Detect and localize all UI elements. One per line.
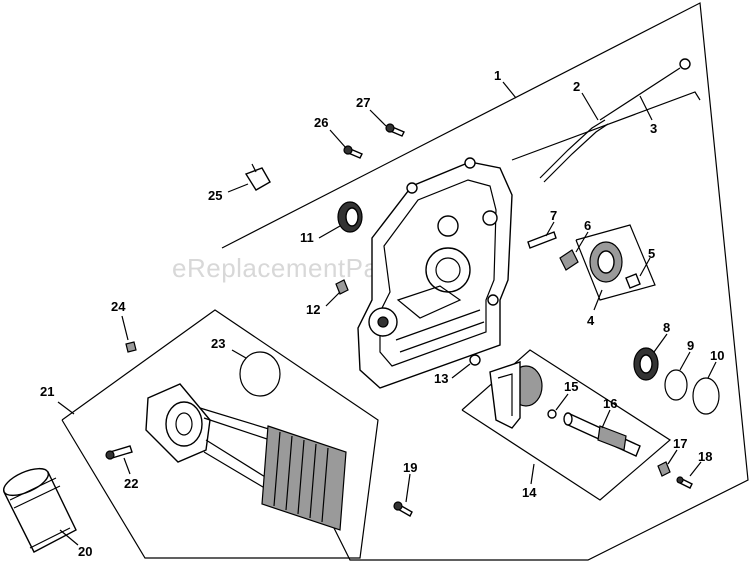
callout-2: 2 [573,79,580,94]
crank-seal-part [337,201,363,233]
screw-19-part [393,501,413,517]
washer-part [559,249,579,271]
leader-lines [57,81,717,546]
callout-8: 8 [663,320,670,335]
group-outline-dipstick [511,91,701,161]
plug-part [335,279,349,295]
group-outline-oil-filter [61,309,379,559]
callout-7: 7 [550,208,557,223]
oil-seal-part [633,347,659,381]
callout-18: 18 [698,449,712,464]
callout-9: 9 [687,338,694,353]
callout-11: 11 [300,230,314,245]
screw-18-part [676,476,693,489]
check-ball-part [547,409,557,419]
o-ring-9-part [664,369,688,401]
callout-3: 3 [650,121,657,136]
pin-part [527,231,557,249]
o-ring-10-part [692,377,720,415]
oil-filter-part [3,467,77,553]
callout-4: 4 [587,313,595,328]
callout-16: 16 [603,396,617,411]
bolt-22-part [105,445,133,460]
crankcase-cover-part [357,157,513,389]
callout-23: 23 [211,336,225,351]
callout-12: 12 [306,302,320,317]
bolt-26-part [343,145,363,159]
callout-5: 5 [648,246,655,261]
o-ring-23-part [239,351,281,397]
callout-1: 1 [494,68,501,83]
nut-part [657,461,671,477]
governor-shaft-part [563,412,641,457]
oil-cooler-assembly-part [145,383,347,531]
gear-shaft-part [625,273,641,289]
callout-13: 13 [434,371,448,386]
callout-15: 15 [564,379,578,394]
callout-24: 24 [111,299,126,314]
callout-17: 17 [673,436,687,451]
callout-labels: 1 2 3 4 5 6 7 8 9 10 11 12 13 14 15 16 1… [40,68,724,559]
callout-25: 25 [208,188,222,203]
bolt-27-part [385,123,405,137]
pressure-switch-part [244,163,271,191]
callout-20: 20 [78,544,92,559]
callout-19: 19 [403,460,417,475]
callout-21: 21 [40,384,54,399]
group-outline-main [221,2,749,561]
nut-24-part [125,341,137,353]
ball-part [469,354,481,366]
group-outline-gear [575,224,656,301]
governor-gear-part [589,241,623,283]
callout-6: 6 [584,218,591,233]
oil-pump-part [489,361,543,429]
callout-26: 26 [314,115,328,130]
dipstick-part [539,58,691,183]
callout-14: 14 [522,485,537,500]
callout-10: 10 [710,348,724,363]
callout-27: 27 [356,95,370,110]
callout-22: 22 [124,476,138,491]
